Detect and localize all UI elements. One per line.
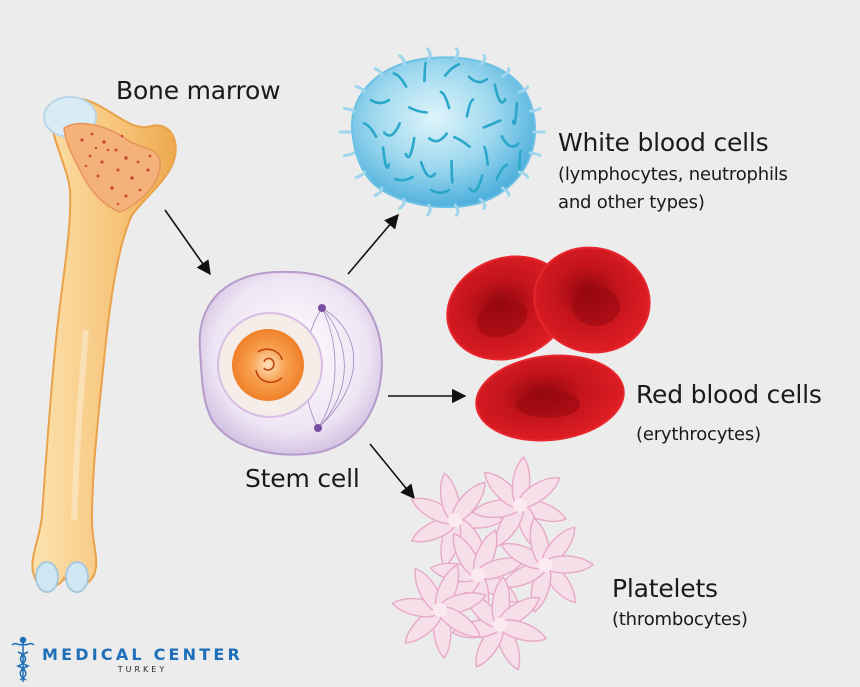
white-cell-squiggle	[500, 135, 520, 148]
label-red-blood-cells: Red blood cells	[636, 380, 822, 409]
white-cell-edge-fiber	[478, 197, 487, 210]
platelet-arm	[451, 481, 486, 524]
label-bone-marrow: Bone marrow	[116, 76, 281, 105]
white-cell-squiggle	[428, 132, 448, 143]
white-cell-squiggle	[493, 83, 507, 104]
platelet-arm	[544, 555, 595, 574]
white-cell-squiggle	[482, 119, 502, 129]
white-cell-edge-fiber	[453, 47, 460, 61]
white-cell-squiggle	[453, 135, 471, 149]
white-cell-squiggle	[392, 72, 408, 88]
caduceus-icon	[11, 636, 35, 682]
white-cell-squiggle	[465, 98, 475, 118]
white-cell-squiggle	[429, 188, 451, 195]
platelets-illustration	[391, 456, 595, 671]
white-cell-squiggle	[443, 63, 461, 77]
white-cell-edge-fiber	[478, 54, 487, 67]
white-cell-squiggle	[439, 90, 451, 110]
white-cell-edge-fiber	[398, 197, 406, 210]
label-white-blood-cells-sub1: (lymphocytes, neutrophils	[558, 164, 788, 185]
arrow-stem-to-platelets	[369, 443, 415, 500]
platelet	[451, 576, 548, 671]
label-white-blood-cells-sub2: and other types)	[558, 192, 705, 213]
platelet	[500, 517, 595, 613]
white-cell-squiggle	[381, 146, 391, 169]
arrow-bone-to-stem	[164, 209, 211, 276]
platelet-core	[471, 568, 485, 582]
white-cell-edge-fiber	[517, 85, 530, 94]
platelet-arm	[516, 477, 561, 510]
label-platelets: Platelets	[612, 574, 718, 603]
platelet-core	[538, 558, 552, 572]
arrow-stem-to-white	[347, 213, 399, 275]
platelet-arm	[436, 605, 481, 638]
white-cell-edge-fiber	[354, 85, 367, 94]
white-cell-edge-fiber	[373, 186, 384, 197]
white-cell-squiggle	[450, 159, 454, 184]
white-cell-squiggle	[362, 122, 378, 138]
white-cell-edge-fiber	[373, 67, 384, 78]
label-stem-cell: Stem cell	[245, 464, 360, 493]
red-blood-cells-illustration	[446, 246, 651, 442]
white-cell-squiggle	[468, 174, 484, 193]
bone-illustration	[31, 96, 177, 593]
label-white-blood-cells: White blood cells	[558, 128, 769, 157]
white-cell-squiggle	[404, 136, 416, 159]
platelet	[391, 564, 487, 659]
logo: MEDICAL CENTER TURKEY	[42, 645, 243, 674]
white-cell-squiggle	[467, 75, 489, 84]
white-cell-edge-fiber	[528, 151, 542, 158]
white-cell-edge-fiber	[398, 54, 406, 67]
white-cell-edge-fiber	[342, 151, 356, 158]
white-cell-edge-fiber	[528, 106, 542, 113]
stem-cell-illustration	[198, 270, 383, 456]
white-cell-squiggle	[517, 149, 523, 171]
white-cell-squiggle	[423, 61, 427, 83]
platelet-core	[493, 618, 507, 632]
white-cell-edge-fiber	[517, 170, 530, 179]
platelet	[410, 472, 505, 568]
logo-name: MEDICAL CENTER	[42, 645, 244, 664]
platelet-core	[433, 603, 447, 617]
white-cell-edge-fiber	[500, 67, 511, 78]
white-cell-edge-fiber	[425, 47, 432, 61]
label-red-blood-cells-sub: (erythrocytes)	[636, 424, 761, 445]
white-cell-edge-fiber	[453, 203, 460, 217]
white-cell-edge-fiber	[342, 106, 356, 113]
white-cell-squiggle	[419, 160, 437, 178]
white-blood-cell-illustration	[338, 47, 546, 217]
logo-sub: TURKEY	[117, 665, 168, 674]
platelet	[471, 456, 567, 551]
white-cell-squiggle	[369, 98, 391, 105]
white-cell-squiggle	[408, 106, 428, 114]
arrows	[164, 209, 467, 500]
platelet-core	[448, 513, 462, 527]
platelet-core	[513, 498, 527, 512]
white-cell-squiggle	[511, 101, 519, 126]
platelet-arm	[498, 619, 548, 642]
white-cell-edge-fiber	[354, 170, 367, 179]
white-cell-squiggle	[393, 175, 415, 182]
white-cell-edge-fiber	[500, 186, 511, 197]
white-cell-edge-fiber	[425, 203, 432, 217]
white-cell-squiggle	[482, 145, 490, 167]
label-platelets-sub: (thrombocytes)	[612, 609, 748, 630]
white-cell-squiggle	[495, 163, 509, 181]
white-cell-squiggle	[382, 122, 402, 137]
